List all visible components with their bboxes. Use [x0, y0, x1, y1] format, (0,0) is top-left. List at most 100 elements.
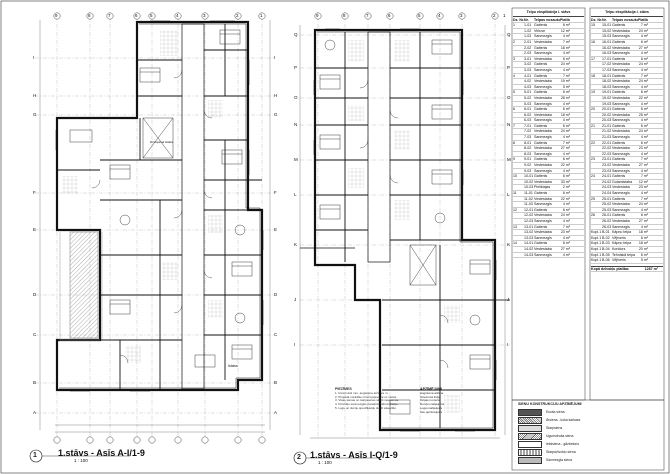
- table-cell: 11-02: [524, 196, 533, 201]
- table-cell: Sanmezgls: [612, 191, 630, 195]
- table-cell: 8-03: [524, 151, 532, 156]
- table-cell: 15-01: [602, 23, 612, 28]
- table-cell: 24-03: [602, 185, 612, 190]
- axis-row-label: L: [294, 192, 297, 197]
- axis-row-label: O: [507, 95, 511, 100]
- table-cell: Kopl.1: [591, 235, 602, 240]
- table-cell: 8-02: [524, 146, 532, 151]
- table-cell: [513, 29, 524, 34]
- table-cell: 19-02: [602, 95, 612, 100]
- table-cell: 24 m²: [638, 129, 648, 134]
- table-cell: [513, 129, 524, 134]
- table-cell: 27 m²: [638, 218, 648, 223]
- table-cell: 20-01: [602, 107, 612, 112]
- table-cell: Gaitenis: [612, 196, 626, 201]
- table-cell: Gaitenis: [612, 90, 626, 95]
- wall-legend-item: Sanmezgla siena: [518, 456, 648, 464]
- table-cell: 27 m²: [638, 45, 648, 50]
- axis-bubbles-left: [53, 12, 266, 444]
- title-bubbles: [29, 449, 380, 465]
- wall-legend-label: Iekšsiena - gāzbetons: [546, 442, 579, 446]
- axis-row-label: D: [33, 292, 37, 297]
- marks-legend-item: Augstuma atzīme: [420, 390, 444, 395]
- table-cell: 21-01: [602, 123, 612, 128]
- table-cell: Kopl.1: [591, 258, 602, 263]
- table-cell: [513, 146, 524, 151]
- table-cell: 24 m²: [560, 62, 570, 67]
- table-cell: 17-02: [602, 62, 612, 67]
- table-cell: Vestestaba: [534, 230, 552, 235]
- axis-row-label: B: [274, 380, 278, 385]
- table-cell: 26: [591, 213, 595, 218]
- table-cell: 4 m²: [640, 51, 648, 56]
- table-cell: 4 m²: [640, 135, 648, 140]
- table-cell: 9: [513, 157, 515, 162]
- table-cell: Sanmezgls: [534, 235, 552, 240]
- marks-legend-item: Griezuma līnija: [420, 394, 441, 399]
- table-cell: 4 m²: [640, 101, 648, 106]
- table-cell: 7-02: [524, 129, 532, 134]
- axis-col-label: 7: [366, 13, 369, 18]
- table-cell: 4 m²: [562, 101, 570, 106]
- table-cell: Gaitenis: [612, 123, 626, 128]
- table-cell: Sanmezgls: [534, 34, 552, 39]
- table-cell: [591, 96, 602, 101]
- table-cell: Vestestaba: [612, 202, 630, 207]
- table-cell: 21-03: [602, 135, 612, 140]
- table-cell: 10-01: [524, 174, 534, 179]
- marks-legend-title: APZĪMĒJUMI: [420, 387, 443, 391]
- table-cell: Sanmezgls: [612, 118, 630, 123]
- table-cell: 20-03: [602, 118, 612, 123]
- table-cell: 23: [591, 157, 595, 162]
- swatch-icon: [518, 456, 542, 464]
- notes-line: 2. Projektā norādītie izmēri jāprecizē u…: [335, 394, 398, 399]
- table-cell: Sanmezgls: [612, 84, 630, 89]
- wall-legend-label: Ugunsdroša siena: [546, 434, 574, 438]
- table-cell: 3: [513, 56, 515, 61]
- table-cell: 27 m²: [560, 146, 570, 151]
- table-cell: 18 m²: [638, 230, 648, 235]
- table-cell: Vestestaba: [534, 112, 552, 117]
- table-cell: [513, 219, 524, 224]
- table-cell: 7-03: [524, 135, 532, 140]
- table-frames: [511, 7, 665, 471]
- table-cell: 18 m²: [560, 112, 570, 117]
- axis-row-label: Q: [507, 32, 511, 37]
- table-cell: 18-01: [602, 73, 612, 78]
- table-cell: 23 m²: [638, 146, 648, 151]
- plan-scale: 1 : 100: [74, 458, 88, 463]
- table-cell: 6 m²: [640, 213, 648, 218]
- total-value: 1287 m²: [644, 266, 658, 271]
- axis-row-label: L: [507, 192, 510, 197]
- axis-row-label: F: [274, 190, 277, 195]
- table-cell: Gaitenis: [612, 174, 626, 179]
- axis-row-label: D: [274, 292, 278, 297]
- table-cell: B-05: [602, 252, 610, 257]
- table-cell: 21-02: [602, 129, 612, 134]
- table-cell: 4 m²: [640, 84, 648, 89]
- table-cell: 11: [513, 191, 517, 195]
- table-cell: 8: [513, 140, 515, 145]
- swatch-icon: [518, 448, 542, 456]
- axis-col-label: 5: [418, 13, 421, 18]
- table-cell: 18-02: [602, 79, 612, 84]
- table-cell: 7 m²: [640, 174, 648, 179]
- table-cell: Vestestaba: [612, 218, 630, 223]
- table-cell: [591, 225, 602, 230]
- table-cell: 3-03: [524, 67, 532, 72]
- table-cell: Koridors: [612, 246, 626, 251]
- axis-row-label: A: [33, 410, 37, 415]
